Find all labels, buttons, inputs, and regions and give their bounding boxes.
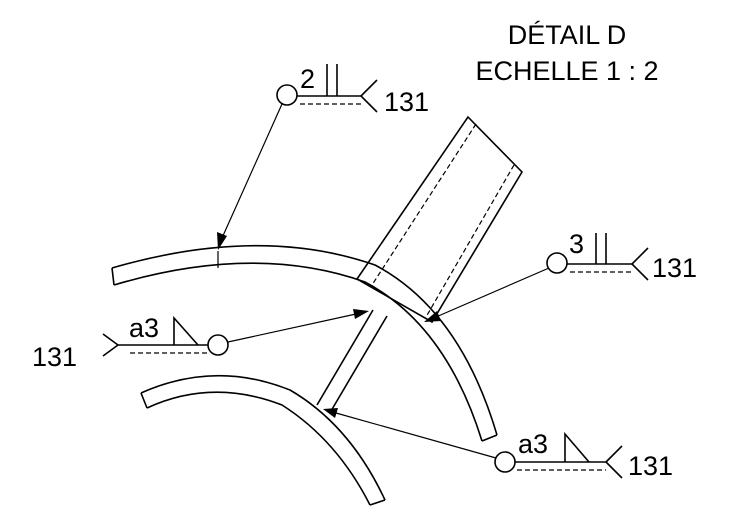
weld-symbol-right: 3 131 [424, 229, 697, 322]
arrow-head-top-left [217, 232, 227, 250]
inner-arc-plate [140, 374, 386, 506]
weld-process-right: 131 [652, 253, 697, 283]
arrow-head-left [353, 309, 369, 319]
outer-arc-plate [111, 244, 498, 442]
weld-symbol-bottom-right: a3 131 [323, 408, 673, 481]
weld-size-left: a3 [129, 313, 159, 343]
arrow-head-bottom-right [323, 408, 338, 418]
weld-process-left: 131 [32, 342, 77, 372]
detail-title: DÉTAIL D [508, 20, 627, 50]
weld-symbol-top-left: 2 131 [217, 64, 429, 250]
weld-size-top-left: 2 [300, 64, 315, 94]
weld-process-bottom-right: 131 [628, 451, 673, 481]
weld-size-right: 3 [569, 229, 584, 259]
arrow-head-right [424, 311, 441, 322]
inclined-tube [316, 115, 524, 412]
weld-symbol-left: 131 a3 [32, 309, 369, 372]
weld-process-top-left: 131 [384, 87, 429, 117]
detail-scale: ECHELLE 1 : 2 [475, 56, 658, 86]
weld-size-bottom-right: a3 [518, 429, 548, 459]
